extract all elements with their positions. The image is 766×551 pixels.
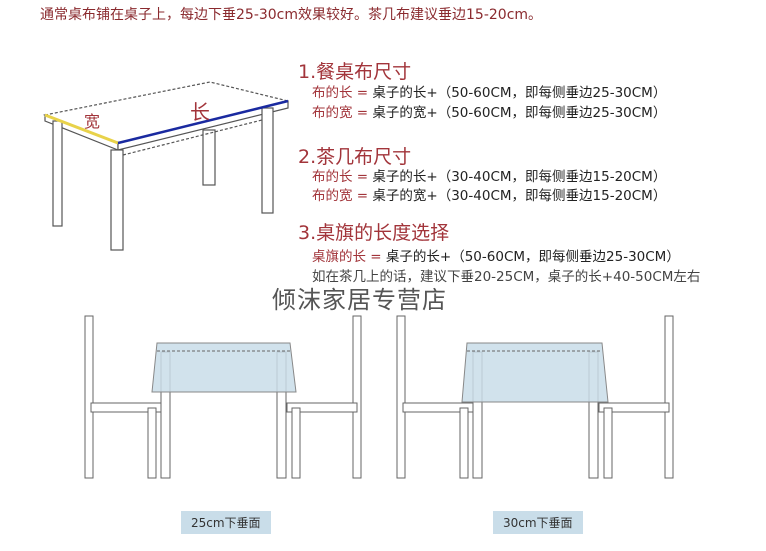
length-label: 长 [190,100,210,124]
section-line: 如在茶几上的话，建议下垂20-25CM，桌子的长+40-50CM左右 [312,269,701,285]
section-title: 1.餐桌布尺寸 [298,61,412,83]
width-edge [44,113,119,145]
section-line: 布的长 = 桌子的长+（50-60CM，即每侧垂边25-30CM） [312,85,667,101]
scene-25cm [84,315,362,479]
caption-25cm: 25cm下垂面 [181,511,271,534]
caption-30cm: 30cm下垂面 [493,511,583,534]
width-label: 宽 [84,112,101,131]
top-note: 通常桌布铺在桌子上，每边下垂25-30cm效果较好。茶几布建议垂边15-20cm… [40,7,543,23]
section-line: 桌旗的长 = 桌子的长+（50-60CM，即每侧垂边25-30CM） [312,249,680,265]
watermark: 倾沫家居专营店 [272,286,447,314]
section-line: 布的宽 = 桌子的宽+（50-60CM，即每侧垂边25-30CM） [312,105,667,121]
length-edge [117,99,289,145]
tablecloth [151,342,297,393]
scene-30cm [396,315,674,479]
section-line: 布的宽 = 桌子的宽+（30-40CM，即每侧垂边15-20CM） [312,188,667,204]
section-title: 3.桌旗的长度选择 [298,222,450,244]
tablecloth [461,342,609,403]
section-line: 布的长 = 桌子的长+（30-40CM，即每侧垂边15-20CM） [312,169,667,185]
section-title: 2.茶几布尺寸 [298,146,412,168]
